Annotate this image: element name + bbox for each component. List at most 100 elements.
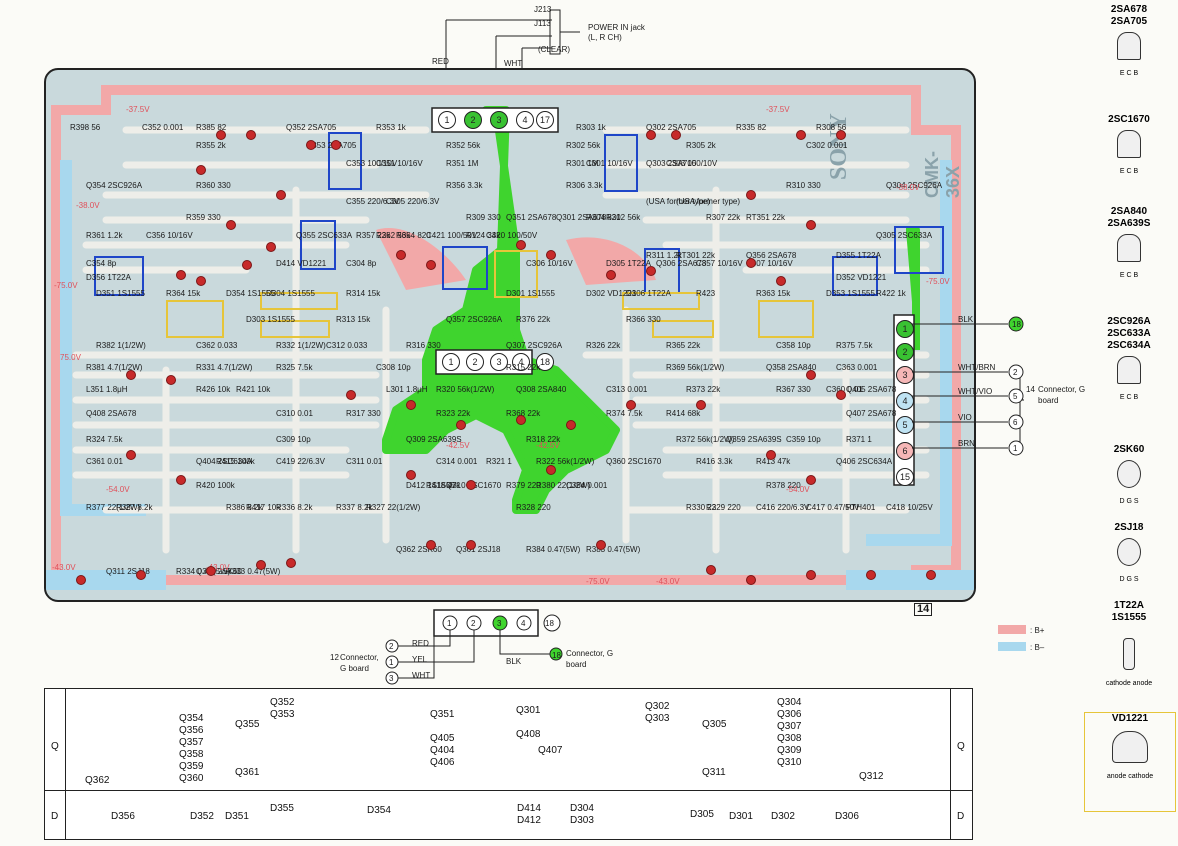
semiconductor-package-icon [1117,130,1141,158]
top-pin-4: 4 [516,111,534,129]
highlight-r313 [652,320,714,338]
semiconductor-title: 2SA678 2SA705 [1110,4,1148,27]
component-label: R328 220 [516,503,551,512]
component-label: C357 10/16V [696,259,743,268]
g-pin-5: 5 [1013,392,1018,401]
component-label: R316 330 [406,341,441,350]
component-label: R305 2k [686,141,716,150]
component-label: C362 0.033 [196,341,238,350]
component-label: R312 56k [606,213,641,222]
solder-pad [456,420,466,430]
row-d-label-right: D [957,811,965,822]
solder-pad [176,270,186,280]
component-label: R309 330 [466,213,501,222]
component-label: R331 4.7(1/2W) [196,363,253,372]
component-label: C314 0.001 [436,457,478,466]
table-q-cell: Q302 Q303 [645,701,670,724]
component-label: Q356 2SA678 [746,251,797,260]
table-d-cell: D355 [270,803,294,814]
table-left-rule [65,689,66,839]
component-label: Q404 2SC634A [196,457,253,466]
component-label: R418 47k [426,481,461,490]
component-label: R368 22k [506,409,541,418]
table-d-cell: D306 [835,811,859,822]
component-label: R336 8.2k [276,503,313,512]
component-label: C312 0.033 [326,341,368,350]
solder-pad [646,130,656,140]
component-label: Q351 2SA678 [506,213,557,222]
component-label: C352 0.001 [142,123,184,132]
top-pin-1: 1 [438,111,456,129]
table-d-cell: D305 [690,809,714,820]
component-label: (USA former type) [646,197,711,206]
component-label: R329 220 [706,503,741,512]
g-pin-1: 1 [1013,444,1018,453]
component-label: R426 10k [196,385,231,394]
semiconductor-package-icon [1117,356,1141,384]
solder-pad [866,570,876,580]
wire-blk-bottom: BLK [506,657,522,666]
component-label: R364 15k [166,289,201,298]
component-label: R365 22k [666,341,701,350]
left-target-label: Connector, G board [340,653,379,673]
highlight-c421 [442,246,488,290]
component-label: R310 330 [786,181,821,190]
component-label: R366 330 [626,315,661,324]
component-label: R415 100k [216,457,255,466]
wire-yel: YEL [412,655,428,664]
semiconductor-pins: E C B [1119,394,1139,401]
table-d-cell: D414 D412 [517,803,541,826]
semiconductor-package-icon [1117,538,1141,566]
legend-bminus-swatch [998,642,1026,651]
highlight-d414 [494,250,538,298]
voltage-label: -37.5V [766,105,790,114]
semiconductor-title: 2SC1670 [1108,114,1150,125]
voltage-label: -75.0V [586,577,610,586]
component-label: C360 0.01 [826,385,863,394]
component-label: R416 3.3k [696,457,733,466]
component-label: C354 8p [86,259,117,268]
component-label: Q306 2SA678 [656,259,707,268]
solder-pad [346,390,356,400]
highlight-d352 [166,300,224,338]
solder-pad [746,190,756,200]
voltage-label: -38.0V [76,201,100,210]
semiconductor-pins: D G S [1119,576,1139,583]
component-label: R303 1k [576,123,606,132]
component-label: C419 22/6.3V [276,457,325,466]
highlight-r364 [260,292,338,310]
table-q-cell: Q355 Q361 [235,719,260,778]
component-label: R379 220 [506,481,541,490]
solder-pad [226,220,236,230]
component-label: D301 1S1555 [506,289,555,298]
semiconductor-title: 2SK60 [1113,444,1145,455]
component-label: Q358 2SA840 [766,363,817,372]
component-label: C361 0.01 [86,457,123,466]
voltage-label: -43.0V [656,577,680,586]
component-label: R333 0.47(5W) [226,567,281,576]
component-label: R382 1(1/2W) [96,341,146,350]
table-q-cell: Q301 Q408 [516,705,541,740]
component-label: Q408 2SA678 [86,409,137,418]
semiconductor-title: 1T22A 1S1555 [1111,600,1147,623]
component-label: C311 0.01 [346,457,383,466]
j213-label: J213 [534,5,552,14]
table-q-cell: Q352 Q353 [270,697,295,720]
solder-pad [596,540,606,550]
wire-blk: BLK [958,315,974,324]
solder-pad [836,390,846,400]
component-label: R377 22(1/2W) [86,503,141,512]
solder-pad [806,220,816,230]
table-q-cell: Q407 [538,745,563,756]
component-label: R323 22k [436,409,471,418]
semiconductor-title: VD1221 [1111,713,1149,724]
table-right-rule [950,689,951,839]
component-label: R351 1M [446,159,479,168]
right-pin-4: 4 [896,392,914,410]
j113-label: J113 [534,19,551,28]
component-label: C421 100/50V [426,231,478,240]
solder-pad [206,566,216,576]
component-label: R421 10k [236,385,271,394]
